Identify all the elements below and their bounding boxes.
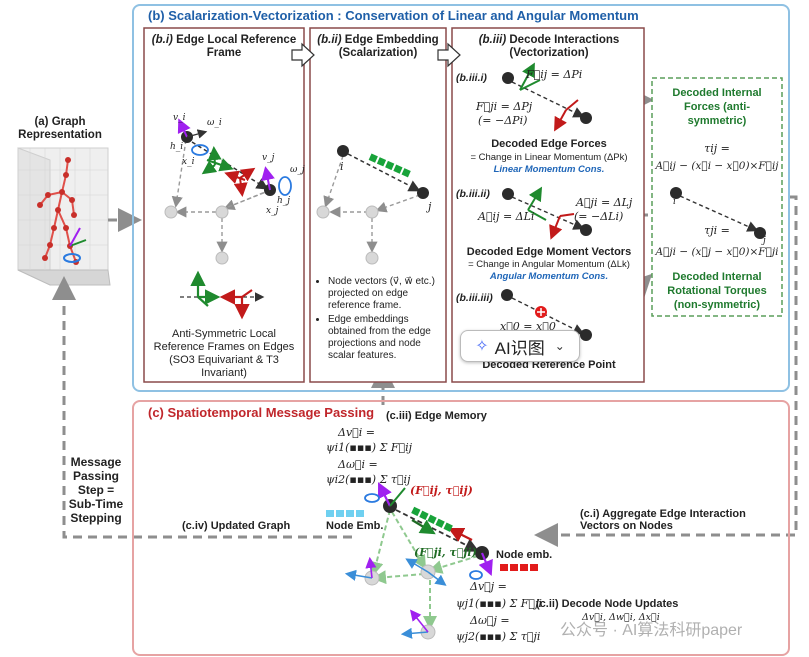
label-omega-i: ω_i	[207, 118, 222, 128]
bi-header: Edge Local Reference Frame	[176, 34, 297, 59]
decoded-torques-title: Decoded Internal Rotational Torques (non…	[667, 271, 767, 311]
delta-w-i-rhs: ψi2(▪▪▪) Σ τ⃗ij	[326, 473, 411, 486]
message-passing-step-note: Message Passing Step = Sub-Time Stepping	[68, 455, 124, 525]
decoded-edge-forces-title: Decoded Edge Forces	[491, 138, 607, 150]
bullet-node-vectors: Node vectors (v⃗, w⃗ etc.) projected on …	[328, 276, 442, 312]
edge-local-frame-header: (b.i) Edge Local Reference Frame	[148, 34, 300, 60]
edge-embedding-notes: Node vectors (v⃗, w⃗ etc.) projected on …	[314, 276, 442, 364]
decoded-node-i: i	[673, 197, 676, 207]
node-emb-right: Node emb.	[496, 549, 553, 561]
delta-v-i-lhs: Δv⃗i =	[338, 426, 375, 439]
decoded-moment-title: Decoded Edge Moment Vectors	[466, 246, 632, 258]
eq-A-ji: A⃗ji = ΔLj	[576, 196, 633, 209]
aggregate-edge-label: (c.i) Aggregate Edge Interaction Vectors…	[580, 508, 746, 532]
biii-i-tag: (b.iii.i)	[456, 72, 487, 84]
decoded-reference-point: Decoded Reference Point	[482, 359, 616, 371]
chevron-down-icon: ⌄	[554, 339, 565, 353]
anti-symmetric-frames-caption: Anti-Symmetric Local Reference Frames on…	[153, 328, 295, 379]
biii-tag: (b.iii)	[478, 34, 507, 46]
delta-v-i-rhs: ψi1(▪▪▪) Σ F⃗ij	[326, 441, 413, 454]
linear-momentum-cons: Linear Momentum Cons.	[493, 164, 605, 175]
delta-w-j-lhs: Δω⃗j =	[470, 614, 510, 627]
message-passing-graph	[326, 482, 538, 640]
ai-badge-label: AI识图	[494, 338, 545, 358]
decoded-internal-graph	[670, 187, 766, 239]
tau-ij-rhs: A⃗ij − (x⃗i − x⃗0)×F⃗ij	[655, 160, 779, 172]
watermark: 公众号 · AI算法科研paper	[560, 622, 743, 639]
bii-tag: (b.ii)	[317, 34, 342, 46]
tau-ji-lhs: τji =	[704, 224, 730, 237]
decoded-node-j: j	[763, 236, 766, 246]
angular-momentum-cons: Angular Momentum Cons.	[489, 271, 609, 282]
updated-graph-label: (c.iv) Updated Graph	[182, 520, 291, 532]
edge-local-frame-graph	[164, 118, 292, 320]
graph-representation-figure	[17, 147, 111, 286]
force-torque-ji: (F⃗ji, τ⃗ji)	[414, 546, 477, 559]
eq-A-ij: A⃗ij = ΔLi	[478, 210, 535, 223]
bi-tag: (b.i)	[151, 34, 173, 46]
biii-iii-tag: (b.iii.iii)	[456, 292, 493, 304]
delta-v-j-rhs: ψj1(▪▪▪) Σ F⃗ji	[456, 597, 542, 610]
eq-F-ij: F⃗ij = ΔPi	[526, 68, 583, 81]
panel-c-title: (c) Spatiotemporal Message Passing	[148, 405, 375, 420]
biii-header: Decode Interactions (Vectorization)	[509, 34, 620, 59]
ai-image-recognition-button[interactable]: ✧ AI识图 ⌄	[460, 330, 580, 362]
label-x-i: x_i	[182, 157, 195, 167]
bullet-edge-embeddings: Edge embeddings obtained from the edge p…	[328, 314, 442, 362]
edge-embedding-header: (b.ii) Edge Embedding (Scalarization)	[314, 34, 442, 60]
label-v-i: v_i	[173, 113, 186, 123]
label-v-j: v_j	[262, 153, 275, 163]
delta-w-j-rhs: ψj2(▪▪▪) Σ τ⃗ji	[456, 630, 541, 643]
biii-ii-tag: (b.iii.ii)	[456, 188, 490, 200]
node-j-label: j	[428, 200, 432, 213]
tau-ij-lhs: τij =	[704, 142, 730, 155]
panel-message-passing	[132, 400, 790, 656]
tau-ji-rhs: A⃗ji − (x⃗j − x⃗0)×F⃗ji	[655, 246, 779, 258]
eq-A-ji-neg: (= −ΔLi)	[574, 210, 624, 223]
eq-F-ji: F⃗ji = ΔPj	[476, 100, 533, 113]
decode-interactions-header: (b.iii) Decode Interactions (Vectorizati…	[456, 34, 642, 60]
decode-interactions-graph	[501, 62, 592, 341]
decoded-moment-desc: = Change in Angular Momentum (ΔLk)	[468, 259, 630, 270]
bii-header: Edge Embedding (Scalarization)	[338, 34, 439, 59]
decoded-internal-forces-title: Decoded Internal Forces (anti-symmetric)	[672, 87, 762, 127]
decode-node-updates-label: (c.ii) Decode Node Updates	[536, 598, 679, 610]
label-omega-j: ω_j	[290, 165, 305, 175]
panel-b-title: (b) Scalarization-Vectorization : Conser…	[148, 8, 639, 23]
force-torque-ij: (F⃗ij, τ⃗ij)	[410, 484, 473, 497]
decode-node-updates-sub: Δv⃗i, Δw⃗i, Δx⃗i	[582, 612, 660, 623]
delta-w-i-lhs: Δω⃗i =	[338, 458, 378, 471]
decoded-edge-forces-desc: = Change in Linear Momentum (ΔPk)	[470, 152, 628, 163]
label-x-j: x_j	[266, 206, 279, 216]
edge-embedding-graph	[316, 145, 429, 265]
panel-scalarization-vectorization	[132, 4, 790, 392]
label-h-i: h_i	[170, 142, 184, 152]
sparkle-icon: ✧	[475, 338, 489, 355]
delta-v-j-lhs: Δv⃗j =	[470, 580, 507, 593]
eq-F-ji-neg: (= −ΔPi)	[478, 114, 528, 127]
eq-x0: x⃗0 = x⃗0	[500, 320, 556, 333]
edge-memory-label: (c.iii) Edge Memory	[386, 410, 487, 422]
node-emb-left: Node Emb.	[326, 520, 384, 532]
label-h-j: h_j	[277, 196, 291, 206]
graph-representation-label: (a) Graph Representation	[18, 116, 102, 141]
node-i-label: i	[340, 160, 344, 173]
